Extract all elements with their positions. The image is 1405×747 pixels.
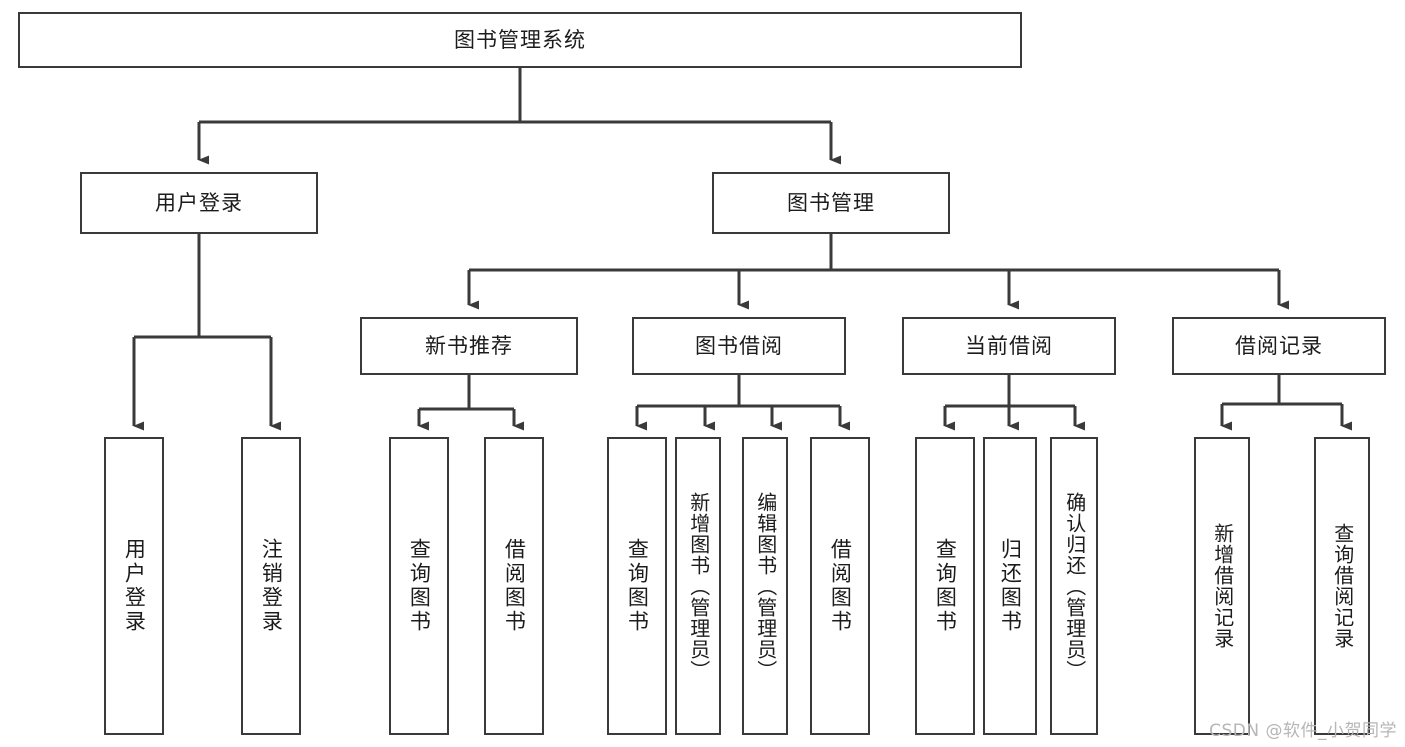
node-book-borrow[interactable]: 图书借阅 [632,317,846,375]
node-label: 用户登录 [122,538,147,634]
leaf-borrow-borrow-book[interactable]: 借阅图书 [810,437,870,735]
node-label: 新增图书（管理员） [686,491,711,681]
leaf-borrow-query-book[interactable]: 查询图书 [607,437,667,735]
node-label: 查询图书 [933,538,958,634]
node-label: 图书借阅 [695,333,783,358]
node-root-system[interactable]: 图书管理系统 [18,12,1022,68]
node-label: 当前借阅 [965,333,1053,358]
node-label: 查询图书 [407,538,432,634]
leaf-borrow-edit-book-admin[interactable]: 编辑图书（管理员） [742,437,788,735]
node-label: 查询借阅记录 [1330,523,1355,649]
leaf-user-login-signin[interactable]: 用户登录 [104,437,164,735]
node-user-login[interactable]: 用户登录 [80,172,318,234]
leaf-records-add-record[interactable]: 新增借阅记录 [1194,437,1250,735]
node-label: 注销登录 [259,538,284,634]
leaf-recommend-query-book[interactable]: 查询图书 [389,437,449,735]
node-label: 归还图书 [998,538,1023,634]
node-label: 借阅图书 [828,538,853,634]
node-label: 新增借阅记录 [1210,523,1235,649]
leaf-user-login-signout[interactable]: 注销登录 [241,437,301,735]
node-book-management[interactable]: 图书管理 [712,172,950,234]
leaf-borrow-add-book-admin[interactable]: 新增图书（管理员） [675,437,721,735]
node-label: 新书推荐 [425,333,513,358]
node-borrow-records[interactable]: 借阅记录 [1172,317,1386,375]
leaf-recommend-borrow-book[interactable]: 借阅图书 [484,437,544,735]
node-label: 图书管理 [787,190,875,215]
leaf-current-confirm-return-admin[interactable]: 确认归还（管理员） [1050,437,1098,735]
leaf-current-query-book[interactable]: 查询图书 [915,437,975,735]
node-label: 确认归还（管理员） [1062,491,1087,681]
node-new-book-recommend[interactable]: 新书推荐 [360,317,578,375]
leaf-current-return-book[interactable]: 归还图书 [983,437,1037,735]
node-label: 用户登录 [155,190,243,215]
node-label: 查询图书 [625,538,650,634]
node-label: 借阅图书 [502,538,527,634]
leaf-records-query-record[interactable]: 查询借阅记录 [1314,437,1370,735]
node-current-borrow[interactable]: 当前借阅 [902,317,1116,375]
node-label: 图书管理系统 [454,27,586,52]
node-label: 编辑图书（管理员） [753,491,778,681]
node-label: 借阅记录 [1235,333,1323,358]
